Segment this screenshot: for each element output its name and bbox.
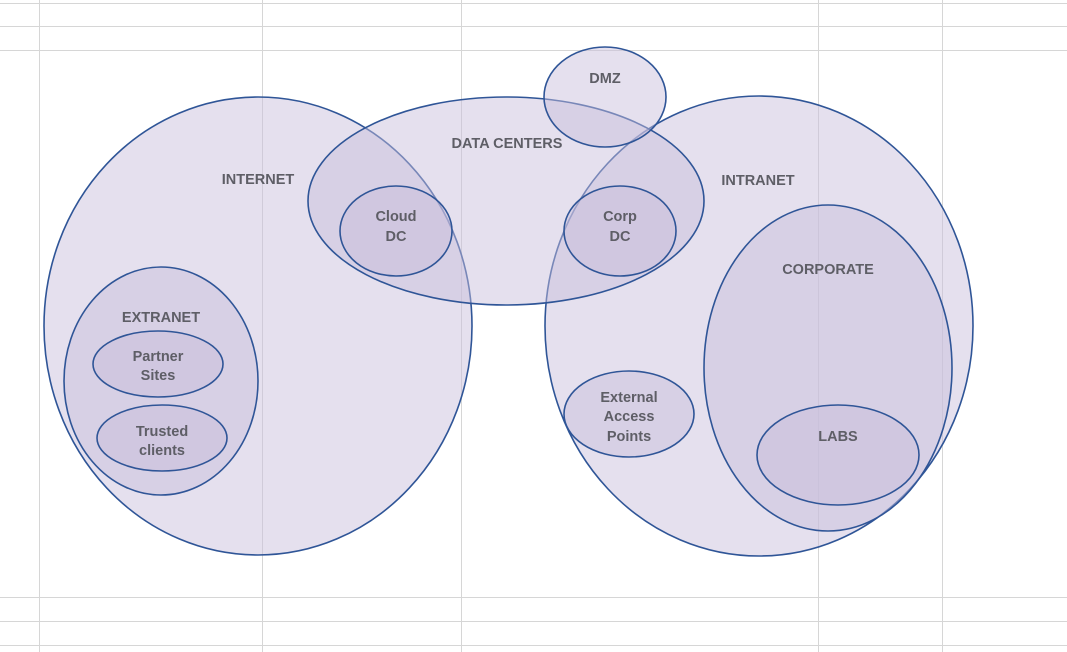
dmz-label: DMZ bbox=[589, 71, 621, 87]
corporate-zone[interactable] bbox=[703, 204, 953, 532]
partner-sites-zone[interactable] bbox=[92, 330, 224, 398]
external-access-points-zone[interactable] bbox=[563, 370, 695, 458]
external-access-points-label-line3: Points bbox=[607, 429, 651, 445]
extranet-label: EXTRANET bbox=[122, 310, 200, 326]
extranet-zone[interactable] bbox=[63, 266, 259, 496]
trusted-clients-label-line2: clients bbox=[139, 443, 185, 459]
intranet-label: INTRANET bbox=[721, 173, 794, 189]
labs-zone[interactable] bbox=[756, 404, 920, 506]
cloud-dc-zone[interactable] bbox=[339, 185, 453, 277]
corp-dc-zone[interactable] bbox=[563, 185, 677, 277]
data-centers-zone[interactable] bbox=[307, 96, 705, 306]
external-access-points-label-line1: External bbox=[600, 390, 657, 406]
cloud-dc-label-line1: Cloud bbox=[375, 209, 416, 225]
partner-sites-label-line2: Sites bbox=[141, 368, 176, 384]
external-access-points-label-line2: Access bbox=[604, 409, 655, 425]
trusted-clients-zone[interactable] bbox=[96, 404, 228, 472]
corporate-label: CORPORATE bbox=[782, 262, 874, 278]
labs-label: LABS bbox=[818, 429, 858, 445]
corp-dc-label-line1: Corp bbox=[603, 209, 637, 225]
dmz-zone[interactable] bbox=[543, 46, 667, 148]
corp-dc-label-line2: DC bbox=[610, 229, 631, 245]
cloud-dc-label-line2: DC bbox=[386, 229, 407, 245]
trusted-clients-label-line1: Trusted bbox=[136, 424, 188, 440]
partner-sites-label-line1: Partner bbox=[133, 349, 184, 365]
intranet-zone[interactable] bbox=[544, 95, 974, 557]
internet-label: INTERNET bbox=[222, 172, 295, 188]
internet-zone[interactable] bbox=[43, 96, 473, 556]
data-centers-label: DATA CENTERS bbox=[452, 136, 563, 152]
